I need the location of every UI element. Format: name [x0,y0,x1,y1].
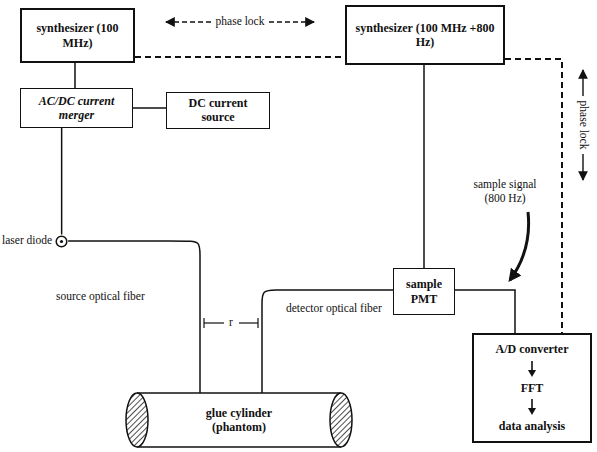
current-merger-box: AC/DC current merger [20,88,133,128]
phase-lock-label: phase lock [576,100,590,151]
phase-lock-arrow [166,21,211,22]
phase-lock-label: phase lock [215,15,266,29]
phase-lock-line [135,56,345,58]
node-text: glue cylinder (phantom) [184,406,294,435]
phase-lock-arrow [269,21,314,22]
pmt-box: sample PMT [393,268,455,315]
node-text: laser diode [2,234,52,248]
node-text: A/D converter [496,342,569,356]
laser-diode-symbol [55,235,68,248]
flow-arrow [527,361,537,377]
optical-fiber [68,241,200,393]
wire [74,63,76,88]
synthesizer-box: synthesizer (100 MHz) [20,8,135,63]
laser-diode: laser diode [2,229,80,253]
optical-fiber [262,290,393,393]
wire [61,128,63,235]
node-text: AC/DC current merger [25,94,128,123]
wire [133,107,166,109]
distance-label: r [228,316,234,330]
node-text: FFT [521,381,544,395]
signal-label: sample signal (800 Hz) [463,178,547,206]
synthesizer-box: synthesizer (100 MHz +800 Hz) [345,5,505,65]
wire [423,65,425,268]
analysis-box: A/D converterFFT data analysis [472,333,592,443]
node-text: synthesizer (100 MHz +800 Hz) [351,21,499,50]
node-text: data analysis [499,419,565,433]
flow-arrow [527,399,537,415]
phase-lock-arrow [582,70,583,96]
node-text: DC current source [171,96,265,125]
wire [455,290,515,333]
phantom-cylinder: glue cylinder (phantom) [125,392,353,448]
sample-signal-arrow [510,212,529,280]
fiber-label: detector optical fiber [285,302,383,316]
node-text: sample PMT [398,277,450,306]
phase-lock-arrow [582,154,583,180]
fiber-label: source optical fiber [55,290,146,304]
node-text: synthesizer (100 MHz) [26,21,129,50]
current-source-box: DC current source [166,92,270,129]
